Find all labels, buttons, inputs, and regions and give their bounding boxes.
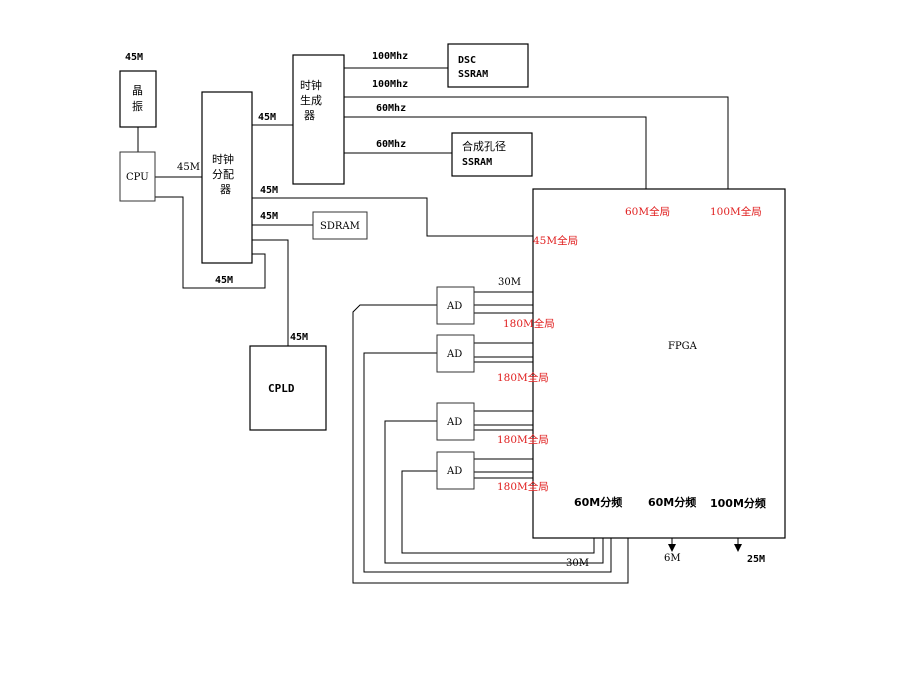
ad-label-1: AD bbox=[446, 301, 462, 312]
dsc-ssram-box bbox=[447, 43, 529, 88]
distributor-label-2: 分配 bbox=[212, 168, 234, 181]
gen-60b-label: 60Mhz bbox=[376, 139, 406, 150]
sdram-label: SDRAM bbox=[320, 221, 360, 232]
pin-div-60-b: 60M分频 bbox=[648, 495, 696, 509]
out-25m-label: 25M bbox=[747, 554, 765, 565]
dsc-ssram-label: SSRAM bbox=[458, 69, 488, 80]
dsc-label: DSC bbox=[458, 55, 476, 66]
sdram-box bbox=[312, 211, 368, 240]
generator-label-3: 器 bbox=[304, 109, 315, 122]
cpu-to-dist-label: 45M bbox=[177, 162, 200, 173]
pin-global-180-3: 180M全局 bbox=[497, 433, 549, 446]
distributor-label-3: 器 bbox=[220, 183, 231, 196]
ad-label-2: AD bbox=[446, 349, 462, 360]
crystal-freq-label: 45M bbox=[125, 52, 143, 63]
ad-box-1 bbox=[436, 286, 475, 325]
dist-to-gen-label: 45M bbox=[258, 112, 276, 123]
cpu-loop-label: 45M bbox=[215, 275, 233, 286]
ad-label-4: AD bbox=[446, 466, 462, 477]
crystal-label-1: 晶 bbox=[132, 84, 143, 97]
dist-to-fpga-label: 45M bbox=[260, 185, 278, 196]
pin-div-60-a: 60M分频 bbox=[574, 495, 622, 509]
ad-box-2 bbox=[436, 334, 475, 373]
distributor-label-1: 时钟 bbox=[212, 152, 234, 166]
cpu-box bbox=[119, 151, 156, 202]
ad-30m-top-label: 30M bbox=[498, 277, 521, 288]
ad-30m-bottom-label: 30M bbox=[566, 558, 589, 569]
pin-div-100: 100M分频 bbox=[710, 496, 766, 510]
out-6m-label: 6M bbox=[664, 553, 681, 564]
gen-60a-label: 60Mhz bbox=[376, 103, 406, 114]
crystal-label-2: 振 bbox=[132, 99, 143, 113]
synth-ssram-label: SSRAM bbox=[462, 157, 492, 168]
generator-label-1: 时钟 bbox=[300, 78, 322, 92]
ad-label-3: AD bbox=[446, 417, 462, 428]
pin-global-180-1: 180M全局 bbox=[503, 317, 555, 330]
pin-global-180-2: 180M全局 bbox=[497, 371, 549, 384]
pin-global-100: 100M全局 bbox=[710, 205, 762, 218]
gen-100b-label: 100Mhz bbox=[372, 79, 408, 90]
cpld-label: CPLD bbox=[268, 382, 295, 395]
cpld-box bbox=[249, 345, 327, 431]
crystal-oscillator-box bbox=[119, 70, 157, 128]
clock-generator-box bbox=[292, 54, 345, 185]
cpu-label: CPU bbox=[126, 172, 149, 183]
pin-global-180-4: 180M全局 bbox=[497, 480, 549, 493]
fpga-label: FPGA bbox=[668, 341, 698, 352]
gen-100a-label: 100Mhz bbox=[372, 51, 408, 62]
pin-global-60: 60M全局 bbox=[625, 205, 670, 218]
clock-distributor-box bbox=[201, 91, 253, 264]
dist-to-cpld-label: 45M bbox=[290, 332, 308, 343]
pin-global-45: 45M全局 bbox=[533, 234, 578, 247]
dist-to-sdram-label: 45M bbox=[260, 211, 278, 222]
ad-box-3 bbox=[436, 402, 475, 441]
synth-aperture-ssram-box bbox=[451, 132, 533, 177]
synth-aperture-label: 合成孔径 bbox=[462, 139, 506, 153]
fpga-box bbox=[532, 188, 786, 539]
ad-box-4 bbox=[436, 451, 475, 490]
generator-label-2: 生成 bbox=[300, 93, 322, 107]
